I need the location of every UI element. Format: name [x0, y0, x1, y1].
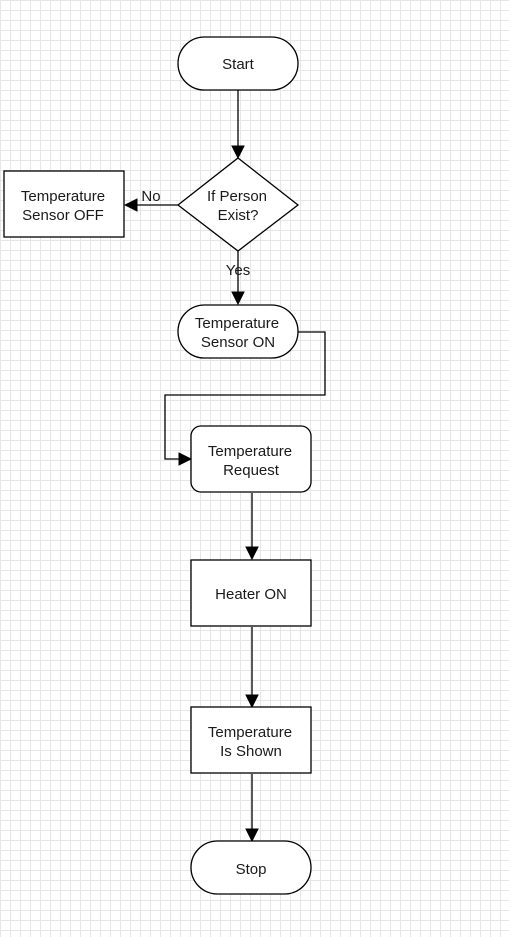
node-stop-label: Stop	[236, 861, 267, 878]
node-sensor-off-line1: Temperature	[21, 188, 105, 205]
process-shape	[3, 170, 125, 238]
edge-label-no: No	[141, 188, 160, 205]
arrowhead-sensor-off	[123, 198, 138, 212]
process-shape	[190, 706, 312, 774]
terminator-shape	[177, 304, 299, 359]
edge-sensor-on-to-request	[164, 331, 326, 460]
arrowhead-heater	[245, 546, 259, 561]
node-decision-line2: Exist?	[218, 207, 259, 224]
rounded-process-shape	[190, 425, 312, 493]
edge-label-yes: Yes	[226, 262, 250, 279]
node-sensor-on[interactable]: Temperature Sensor ON	[177, 304, 299, 359]
node-heater-on[interactable]: Heater ON	[190, 559, 312, 627]
node-sensor-off[interactable]: Temperature Sensor OFF	[3, 170, 125, 238]
node-sensor-off-line2: Sensor OFF	[22, 207, 104, 224]
node-start[interactable]: Start	[177, 36, 299, 91]
node-start-label: Start	[222, 56, 255, 73]
node-temperature-shown-line2: Is Shown	[220, 743, 282, 760]
node-sensor-on-line2: Sensor ON	[201, 334, 275, 351]
arrowhead-request	[178, 452, 193, 466]
arrowhead-sensor-on	[231, 291, 245, 306]
node-temperature-request-line1: Temperature	[208, 443, 292, 460]
node-decision[interactable]: If Person Exist?	[176, 157, 300, 252]
node-temperature-request[interactable]: Temperature Request	[190, 425, 312, 493]
decision-shape	[176, 157, 300, 252]
node-temperature-shown-line1: Temperature	[208, 724, 292, 741]
arrowhead-stop	[245, 828, 259, 843]
node-heater-on-label: Heater ON	[215, 586, 287, 603]
node-decision-line1: If Person	[207, 188, 267, 205]
terminator-shape	[177, 36, 299, 91]
arrowhead-decision	[231, 145, 245, 160]
arrowhead-shown	[245, 694, 259, 709]
process-shape	[190, 559, 312, 627]
node-stop[interactable]: Stop	[190, 840, 312, 895]
terminator-shape	[190, 840, 312, 895]
node-temperature-request-line2: Request	[223, 462, 280, 479]
node-sensor-on-line1: Temperature	[195, 315, 279, 332]
node-temperature-shown[interactable]: Temperature Is Shown	[190, 706, 312, 774]
